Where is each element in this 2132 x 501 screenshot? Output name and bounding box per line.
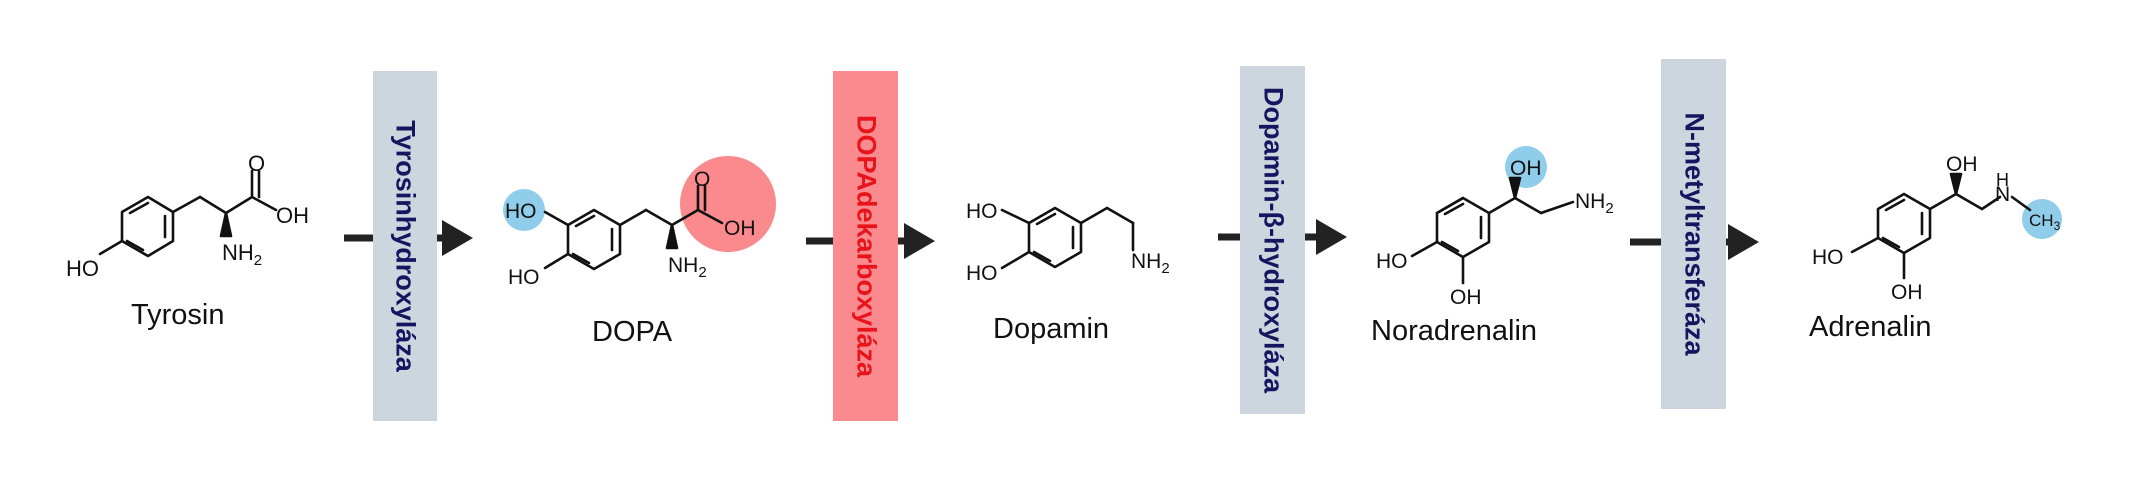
molecule-name-dopamin: Dopamin	[993, 313, 1110, 345]
enzyme-box-dopadekarboxylaza: DOPAdekarboxyláza	[833, 71, 898, 421]
molecule-name-noradrenalin: Noradrenalin	[1371, 315, 1538, 347]
adrenalin-methyl-highlight	[2022, 199, 2062, 239]
dopamin-structure	[1000, 206, 1135, 270]
enzyme-label-tyrosinhydroxylaza: Tyrosinhydroxyláza	[390, 120, 421, 372]
dopa-carboxyl-highlight	[680, 156, 776, 252]
noradrenalin-oh-top-label: OH	[1510, 157, 1542, 180]
enzyme-label-dopadekarboxylaza: DOPAdekarboxyláza	[851, 114, 881, 378]
dopa-structure	[543, 184, 724, 271]
enzyme-box-n-metyltransferaza: N-metyltransferáza	[1661, 59, 1726, 409]
enzyme-box-tyrosinhydroxylaza: Tyrosinhydroxyláza	[373, 71, 437, 421]
dopa-ho-bottom-label: HO	[508, 266, 540, 289]
tyrosin-oh-label: OH	[276, 203, 309, 228]
enzyme-box-dopamin-beta-hydroxylaza: Dopamin-β-hydroxyláza	[1240, 66, 1305, 414]
dopa-nh2-label: NH2	[668, 254, 707, 281]
adrenalin-h-label: H	[1996, 170, 2009, 190]
adrenalin-n-label: N	[1995, 183, 2010, 206]
dopamin-ho-top-label: HO	[966, 200, 998, 223]
dopa-oh-label: OH	[724, 217, 756, 240]
noradrenalin-ho-label: HO	[1376, 250, 1408, 273]
dopa-o-label: O	[694, 168, 710, 191]
enzyme-label-dopamin-beta-hydroxylaza: Dopamin-β-hydroxyláza	[1258, 86, 1288, 394]
noradrenalin-oh-bottom-label: OH	[1450, 286, 1482, 309]
adrenalin-ch3-label: CH3	[2029, 211, 2061, 233]
dopamin-ho-bottom-label: HO	[966, 262, 998, 285]
noradrenalin-structure	[1410, 176, 1575, 285]
molecule-name-adrenalin: Adrenalin	[1809, 311, 1932, 343]
molecule-name-tyrosin: Tyrosin	[131, 299, 225, 331]
molecule-name-dopa: DOPA	[592, 316, 673, 348]
adrenalin-ho-label: HO	[1812, 246, 1844, 269]
dopa-hydroxyl-highlight	[503, 189, 545, 231]
adrenalin-structure	[1850, 172, 2032, 280]
adrenalin-oh-bottom-label: OH	[1891, 281, 1923, 304]
noradrenalin-nh2-label: NH2	[1575, 190, 1614, 217]
enzyme-label-n-metyltransferaza: N-metyltransferáza	[1679, 112, 1709, 356]
adrenalin-oh-top-label: OH	[1946, 153, 1978, 176]
tyrosin-o-label: O	[248, 151, 265, 176]
tyrosin-structure	[98, 169, 278, 258]
dopamin-nh2-label: NH2	[1131, 250, 1170, 277]
dopa-ho-top-label: HO	[505, 200, 537, 223]
tyrosin-ho-label: HO	[66, 256, 99, 281]
tyrosin-nh2-label: NH2	[222, 240, 262, 269]
